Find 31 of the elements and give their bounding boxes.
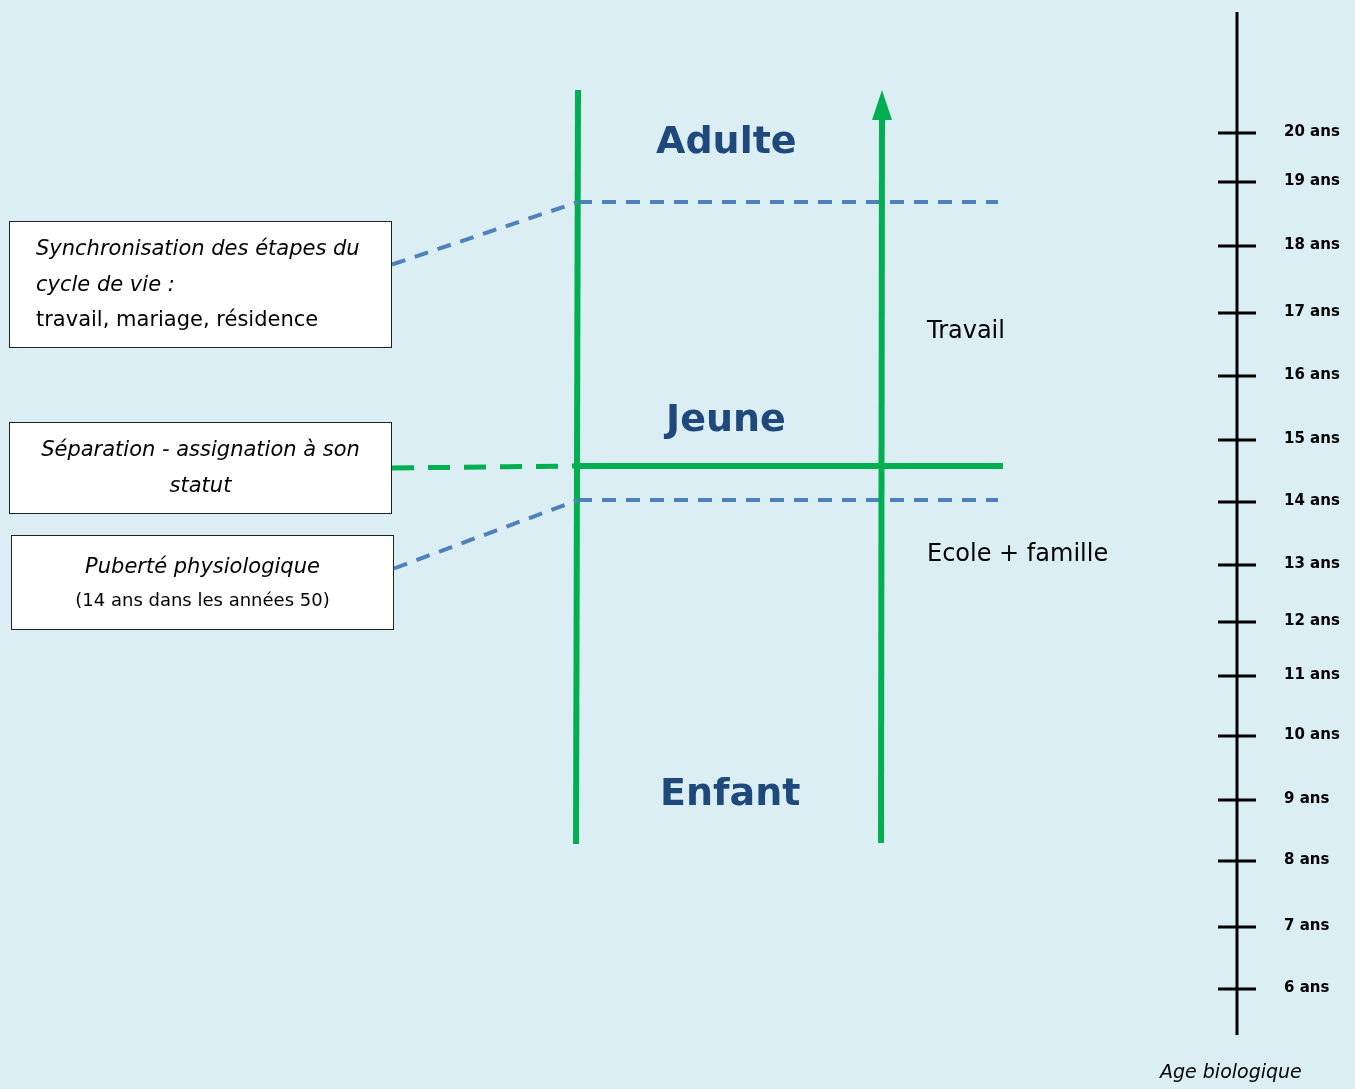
age-label: 15 ans	[1284, 429, 1340, 447]
age-label: 8 ans	[1284, 850, 1330, 868]
age-label: 16 ans	[1284, 365, 1340, 383]
box-text: Puberté physiologique	[84, 553, 321, 581]
age-label: 11 ans	[1284, 665, 1340, 683]
box-text: Synchronisation des étapes du cycle de vie :	[36, 234, 361, 298]
period-label: Ecole + famille	[927, 539, 1109, 567]
age-label: 13 ans	[1284, 554, 1340, 572]
age-label: 17 ans	[1284, 302, 1340, 320]
text-box	[11, 535, 394, 630]
stage-title: Enfant	[660, 770, 801, 814]
text-box	[9, 422, 392, 514]
stage-title: Adulte	[656, 118, 797, 162]
age-label: 20 ans	[1284, 122, 1340, 140]
axis-title: Age biologique	[1160, 1060, 1302, 1082]
text-box	[9, 221, 392, 348]
age-label: 18 ans	[1284, 235, 1340, 253]
age-label: 10 ans	[1284, 725, 1340, 743]
age-label: 14 ans	[1284, 491, 1340, 509]
leader-line	[391, 200, 579, 267]
period-label: Travail	[927, 316, 1005, 344]
age-label: 7 ans	[1284, 916, 1330, 934]
age-label: 6 ans	[1284, 978, 1330, 996]
age-label: 19 ans	[1284, 171, 1340, 189]
age-label: 12 ans	[1284, 611, 1340, 629]
leader-line	[393, 498, 579, 571]
stage-title: Jeune	[666, 396, 786, 440]
box-text: travail, mariage, résidence	[36, 306, 320, 334]
box-text: (14 ans dans les années 50)	[74, 588, 331, 613]
box-text: Séparation - assignation à son statut	[40, 436, 361, 499]
age-label: 9 ans	[1284, 789, 1330, 807]
